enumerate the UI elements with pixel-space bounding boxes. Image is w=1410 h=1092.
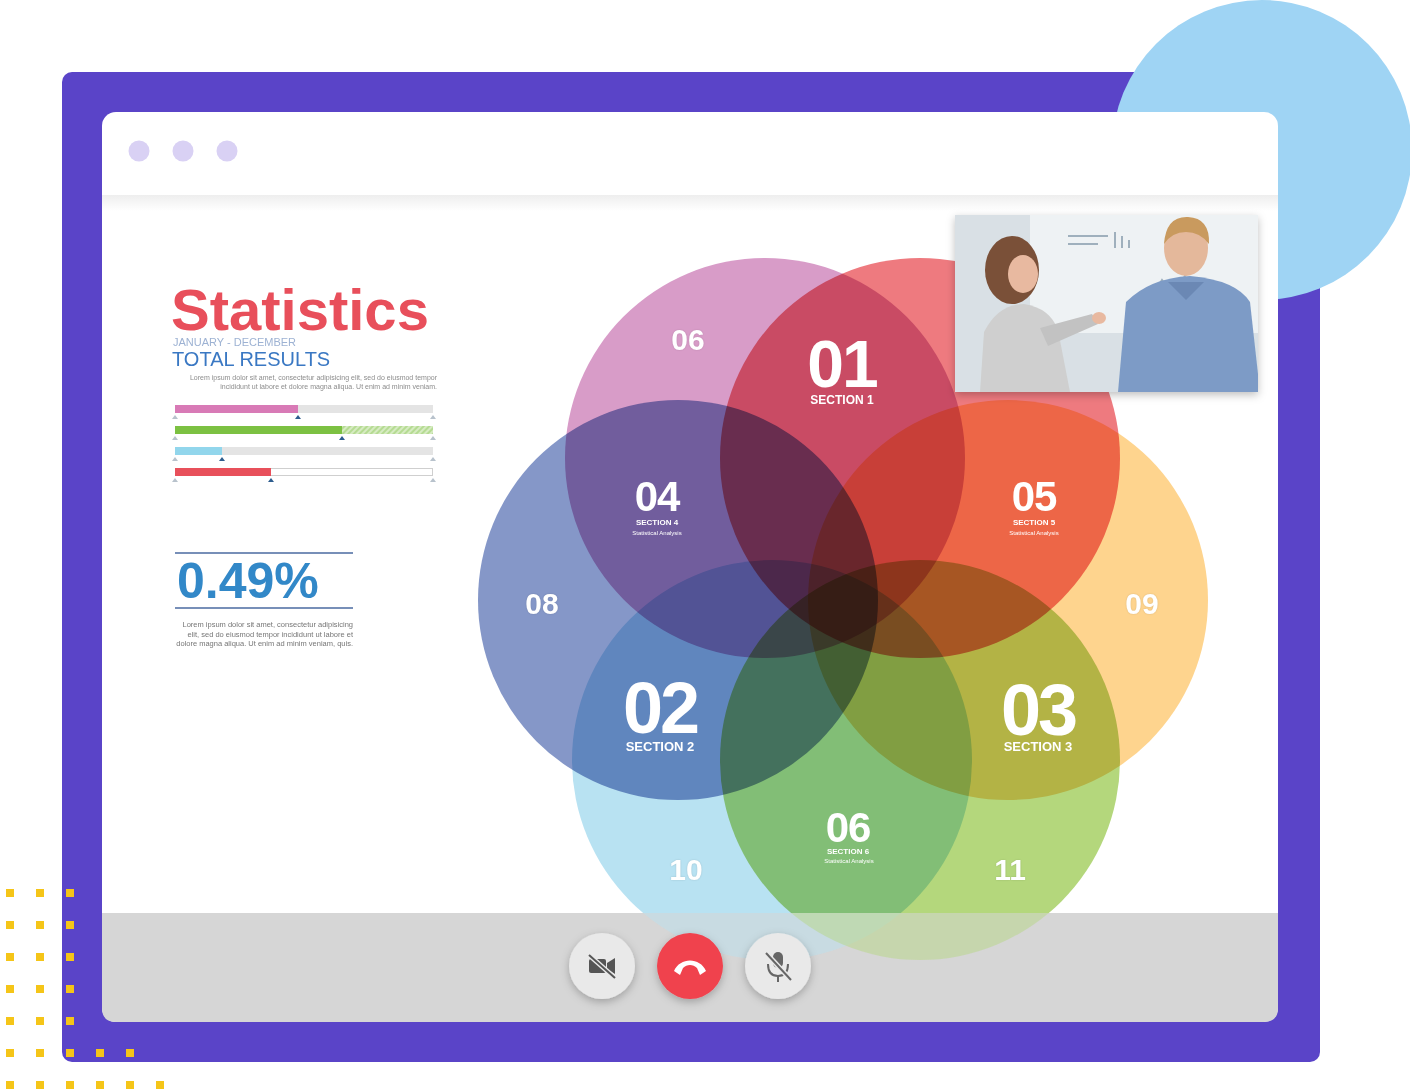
circle-number: 06 — [671, 325, 704, 355]
section-label: SECTION 5 — [1013, 519, 1055, 527]
slide-title: Statistics — [171, 281, 429, 339]
person-arm — [1040, 314, 1098, 346]
circle-number: 09 — [1125, 589, 1158, 619]
section-label: SECTION 2 — [626, 740, 695, 753]
circle-number: 11 — [994, 855, 1026, 885]
section-caption: Statistical Analysis — [1009, 530, 1058, 536]
person-collar — [1168, 282, 1204, 300]
person-hand — [1092, 312, 1106, 324]
bar-marker — [172, 478, 436, 482]
icon-slash — [589, 955, 615, 978]
section-number: 06 — [826, 807, 871, 849]
section-label: SECTION 4 — [636, 519, 678, 527]
bar-track — [176, 469, 433, 476]
section-number: 05 — [1012, 476, 1057, 518]
circle-shape — [720, 560, 1120, 960]
circle-number: 10 — [669, 855, 702, 885]
bar-marker — [172, 457, 436, 461]
section-label: SECTION 1 — [810, 394, 873, 406]
dot-grid — [6, 889, 96, 1049]
circle-number: 08 — [525, 589, 558, 619]
browser-window — [102, 112, 1278, 1022]
bar-marker — [339, 436, 345, 440]
person-body — [1118, 276, 1258, 392]
bar-marker — [172, 436, 436, 440]
bar-marker — [295, 415, 301, 419]
dot-grid — [6, 1081, 186, 1092]
bar-fill — [175, 405, 298, 413]
bar-fill — [175, 468, 271, 476]
bar-fill — [175, 426, 342, 434]
rule-line — [175, 607, 353, 609]
person-face — [1008, 255, 1038, 293]
icon-slash-gap — [589, 955, 615, 978]
bar-marker — [219, 457, 225, 461]
window-dot — [129, 141, 150, 162]
window-dot — [217, 141, 238, 162]
purple-frame — [62, 72, 1320, 1062]
bar-marker — [172, 415, 436, 419]
section-caption: Statistical Analysis — [632, 530, 681, 536]
hang-up-button — [657, 933, 723, 999]
venn-circle: 11 — [720, 560, 1120, 960]
section-number: 04 — [635, 476, 680, 518]
section-number: 03 — [1001, 674, 1075, 746]
bar-track — [175, 405, 433, 413]
person-hair — [1164, 217, 1209, 244]
rule-line — [175, 552, 353, 554]
mic-icon — [777, 976, 779, 982]
camera-button — [569, 933, 635, 999]
window-dot — [173, 141, 194, 162]
section-number: 01 — [807, 331, 876, 397]
circle-fill — [720, 560, 1120, 913]
section-label: SECTION 6 — [827, 848, 869, 856]
section-caption: Statistical Analysis — [824, 858, 873, 864]
dot-grid — [6, 1049, 156, 1081]
section-number: 02 — [623, 672, 697, 744]
body-text: Lorem ipsum dolor sit amet, consectetur … — [175, 373, 437, 391]
icon-slash — [766, 953, 791, 980]
bar-track — [342, 426, 433, 434]
mic-button — [745, 933, 811, 999]
bar-fill — [175, 447, 222, 455]
venn-circle-faded — [572, 913, 1120, 960]
big-percentage: 0.49% — [177, 556, 319, 606]
date-range: JANUARY - DECEMBER — [173, 337, 296, 348]
body-text: Lorem ipsum dolor sit amet, consectetur … — [175, 620, 353, 649]
person-hair — [985, 236, 1039, 304]
phone-icon — [674, 961, 706, 976]
section-label: SECTION 3 — [1004, 740, 1073, 753]
person-body — [980, 304, 1070, 392]
bar-marker — [268, 478, 274, 482]
video-thumbnail — [955, 215, 1258, 392]
icon-slash-gap — [766, 953, 791, 980]
bar-track — [175, 447, 433, 455]
content-top-shade — [102, 195, 1278, 211]
subtitle: TOTAL RESULTS — [172, 349, 330, 369]
